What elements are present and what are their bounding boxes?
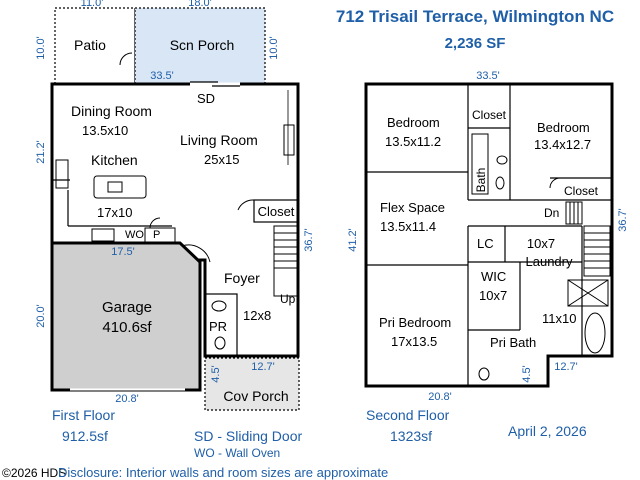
bath-label: Bath [474, 168, 488, 193]
dim-first-right: 36.7' [303, 228, 315, 252]
dim-garage-bottom: 20.8' [115, 393, 139, 405]
kitchen-dim: 17x10 [97, 205, 132, 220]
cov-porch-area [204, 357, 300, 411]
kitchen-island [93, 175, 147, 199]
dim-first-left: 21.2' [35, 140, 47, 164]
pri-bath-dim: 11x10 [542, 311, 576, 326]
powder-room-label: PR [209, 319, 227, 334]
sliding-door-label: SD [197, 91, 215, 106]
patio-area [54, 7, 136, 85]
cov-porch-label: Cov Porch [223, 388, 288, 404]
bedroom-2-dim: 13.4x12.7 [534, 137, 591, 152]
copyright: ©2026 HDS [2, 466, 66, 480]
dining-room-label: Dining Room [71, 103, 152, 119]
dim-top-18: 18.0' [188, 0, 212, 9]
screened-porch-area [134, 7, 266, 85]
dim-second-left: 41.2' [347, 228, 359, 252]
linen-closet-label: LC [477, 236, 494, 251]
dim-notch-w: 12.7' [554, 361, 578, 373]
second-floor-area: 1323sf [390, 428, 432, 444]
wall-oven-label: WO [125, 229, 144, 241]
second-stairs [565, 201, 611, 277]
bedroom-2-label: Bedroom [537, 120, 590, 135]
dim-top-11: 11.0' [81, 0, 104, 9]
laundry-dim: 10x7 [527, 236, 555, 251]
foyer-dim: 12x8 [243, 308, 271, 323]
foyer-label: Foyer [224, 270, 260, 286]
wic-label: WIC [481, 269, 506, 284]
garage-label: Garage [102, 299, 152, 316]
cooktop-outline [91, 228, 115, 242]
dining-room-dim: 13.5x10 [82, 123, 128, 138]
plan-date: April 2, 2026 [508, 423, 587, 439]
sd-legend: SD - Sliding Door [194, 428, 302, 444]
dim-cov-h: 4.5' [210, 365, 222, 382]
dim-porch-h: 10.0' [268, 36, 280, 60]
shower [567, 279, 609, 307]
first-closet [253, 199, 299, 223]
pri-bedroom-label: Pri Bedroom [379, 315, 451, 330]
garage-door-swing [181, 244, 211, 263]
patio-label: Patio [74, 37, 106, 53]
fridge-outline [55, 159, 69, 189]
bedroom-1-dim: 13.5x11.2 [385, 134, 441, 149]
garage-area-text: 410.6sf [102, 319, 152, 336]
scn-porch-label: Scn Porch [170, 37, 235, 53]
living-room-label: Living Room [180, 132, 258, 148]
garage-area [50, 241, 202, 392]
first-closet-label: Closet [258, 204, 295, 219]
first-floor-area: 912.5sf [62, 428, 108, 444]
patio-door-swing [119, 52, 133, 66]
first-stairs [273, 225, 299, 297]
dim-notch-h: 4.5' [521, 365, 533, 382]
flex-space-label: Flex Space [380, 200, 445, 215]
bedroom-1-label: Bedroom [387, 115, 440, 130]
flex-space-dim: 13.5x11.4 [380, 219, 436, 234]
living-room-dim: 25x15 [204, 152, 239, 167]
pri-bedroom-dim: 17x13.5 [391, 334, 437, 349]
property-address: 712 Trisail Terrace, Wilmington NC [336, 7, 614, 26]
closet-1-label: Closet [472, 108, 507, 122]
bath-tub [471, 133, 489, 195]
dim-patio-h: 10.0' [35, 36, 47, 60]
dim-first-width: 33.5' [150, 70, 174, 82]
first-floor-title: First Floor [52, 407, 115, 423]
laundry-label: Laundry [526, 254, 573, 269]
dim-second-bottom: 20.8' [428, 391, 452, 403]
soaking-tub [584, 312, 606, 354]
closet-2-label: Closet [564, 184, 599, 198]
dim-cov-w: 12.7' [251, 361, 275, 373]
wo-legend: WO - Wall Oven [194, 446, 280, 460]
powder-room [204, 293, 238, 357]
stairs-down-label: Dn [544, 206, 559, 220]
second-floor-title: Second Floor [366, 407, 450, 423]
dim-garage-h: 20.0' [35, 304, 47, 328]
disclosure: Disclosure: Interior walls and room size… [58, 465, 388, 480]
dim-second-right: 36.7' [617, 208, 629, 232]
second-floor-outline [364, 82, 614, 388]
total-area: 2,236 SF [445, 35, 506, 52]
fireplace-outline [283, 124, 295, 156]
dim-garage-w: 17.5' [111, 246, 135, 258]
dim-second-top: 33.5' [476, 70, 500, 82]
kitchen-label: Kitchen [91, 152, 138, 168]
stairs-up-label: Up [280, 292, 296, 306]
pantry-label: P [153, 229, 160, 241]
pri-bath-label: Pri Bath [490, 335, 536, 350]
wic-dim: 10x7 [479, 288, 507, 303]
